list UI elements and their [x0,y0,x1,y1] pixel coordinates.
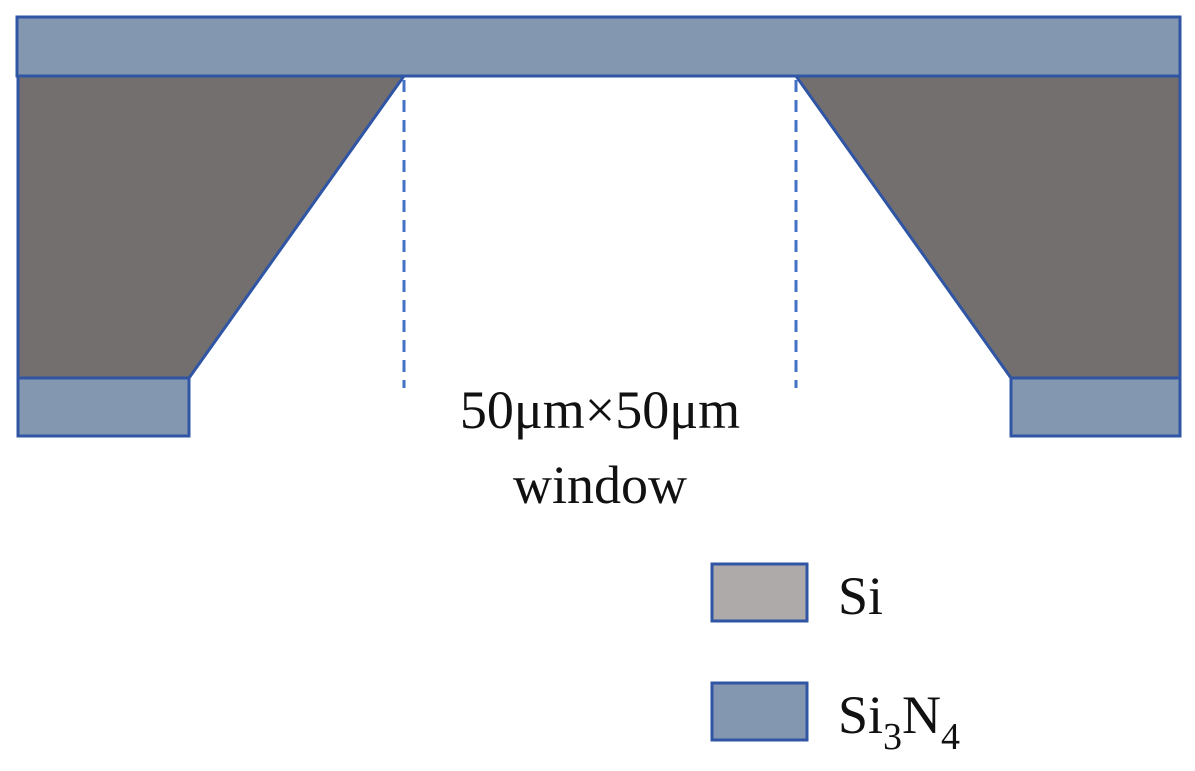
legend-label-si: Si [838,566,883,626]
legend-label-si3n4: Si3N4 [838,685,960,758]
window-size-label: 50μm×50μm [460,380,740,440]
si-substrate-right [793,74,1182,380]
legend-item-si: Si [710,562,883,626]
legend-label-si3n4-sub3: 3 [883,716,902,758]
window-label: window [513,455,687,515]
si3n4-layer-bottom-right [1009,376,1182,438]
legend: Si Si3N4 [710,562,960,758]
legend-swatch-si3n4 [710,681,809,742]
si-substrate-left [16,74,407,380]
legend-label-si3n4-n: N [902,685,941,745]
legend-swatch-si [710,562,809,623]
legend-label-si3n4-si: Si [838,685,883,745]
si3n4-membrane-top [15,15,1182,78]
legend-label-si3n4-sub4: 4 [941,716,960,758]
legend-item-si3n4: Si3N4 [710,681,960,758]
si3n4-layer-bottom-left [16,376,191,438]
